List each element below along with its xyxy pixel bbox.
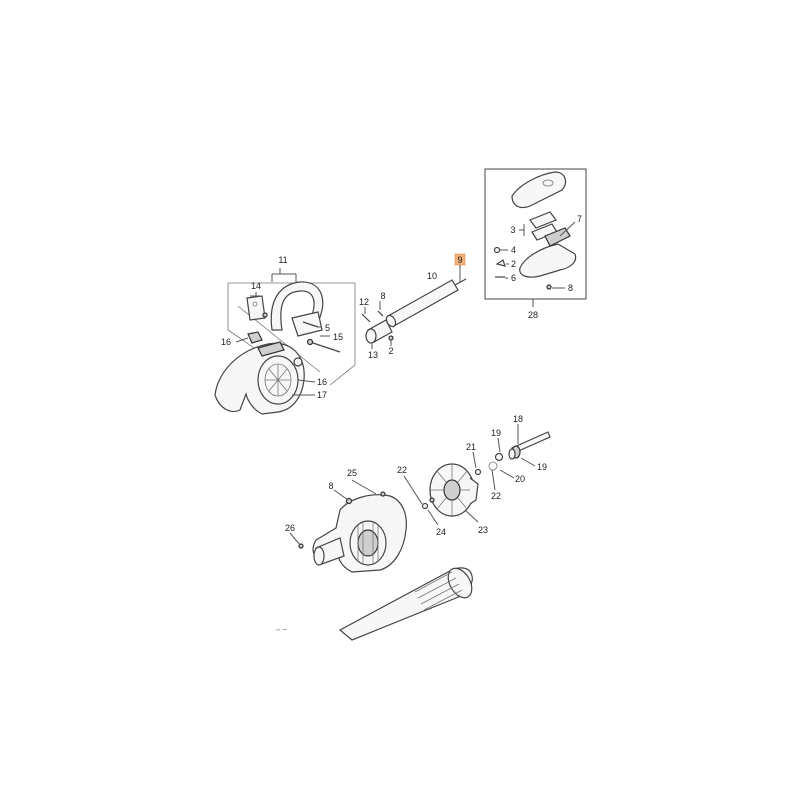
tube-assembly-group [361,278,467,344]
callout-26: 26 [285,523,295,533]
handle-assembly-group [214,281,356,415]
impeller-group [421,463,479,517]
callout-4: 4 [511,245,516,255]
callout-16-lower: 16 [317,377,327,387]
callout-2-control: 2 [511,259,516,269]
callout-14: 14 [251,281,261,291]
callout-22-left: 22 [397,465,407,475]
callout-9: 9 [457,255,462,265]
callout-17: 17 [317,390,327,400]
callout-28: 28 [528,310,538,320]
callout-22-right: 22 [491,491,501,501]
callout-8-tube: 8 [380,291,385,301]
callout-8-housing: 8 [328,481,333,491]
callout-7: 7 [577,214,582,224]
callout-18: 18 [513,414,523,424]
callout-15: 15 [333,332,343,342]
callout-23: 23 [478,525,488,535]
callout-20: 20 [515,474,525,484]
callout-11: 11 [278,255,287,265]
blower-tube-group [275,567,473,641]
callout-25: 25 [347,468,357,478]
callout-12: 12 [359,297,369,307]
callout-21: 21 [466,442,476,452]
tube-part-10 [387,279,459,327]
callout-19-lower: 19 [537,462,547,472]
callout-2-tube: 2 [388,346,393,356]
callout-24: 24 [436,527,446,537]
callout-8-control: 8 [568,283,573,293]
callout-10: 10 [427,271,437,281]
blower-housing-group [298,491,407,573]
shaft-bearing-group [474,431,551,476]
bracket-part-14 [246,295,266,321]
callout-13: 13 [368,350,378,360]
callout-3: 3 [510,225,515,235]
callout-5: 5 [325,323,330,333]
callout-19-upper: 19 [491,428,501,438]
nut-part-16 [247,331,263,344]
callout-6: 6 [511,273,516,283]
callout-16-upper: 16 [221,337,231,347]
